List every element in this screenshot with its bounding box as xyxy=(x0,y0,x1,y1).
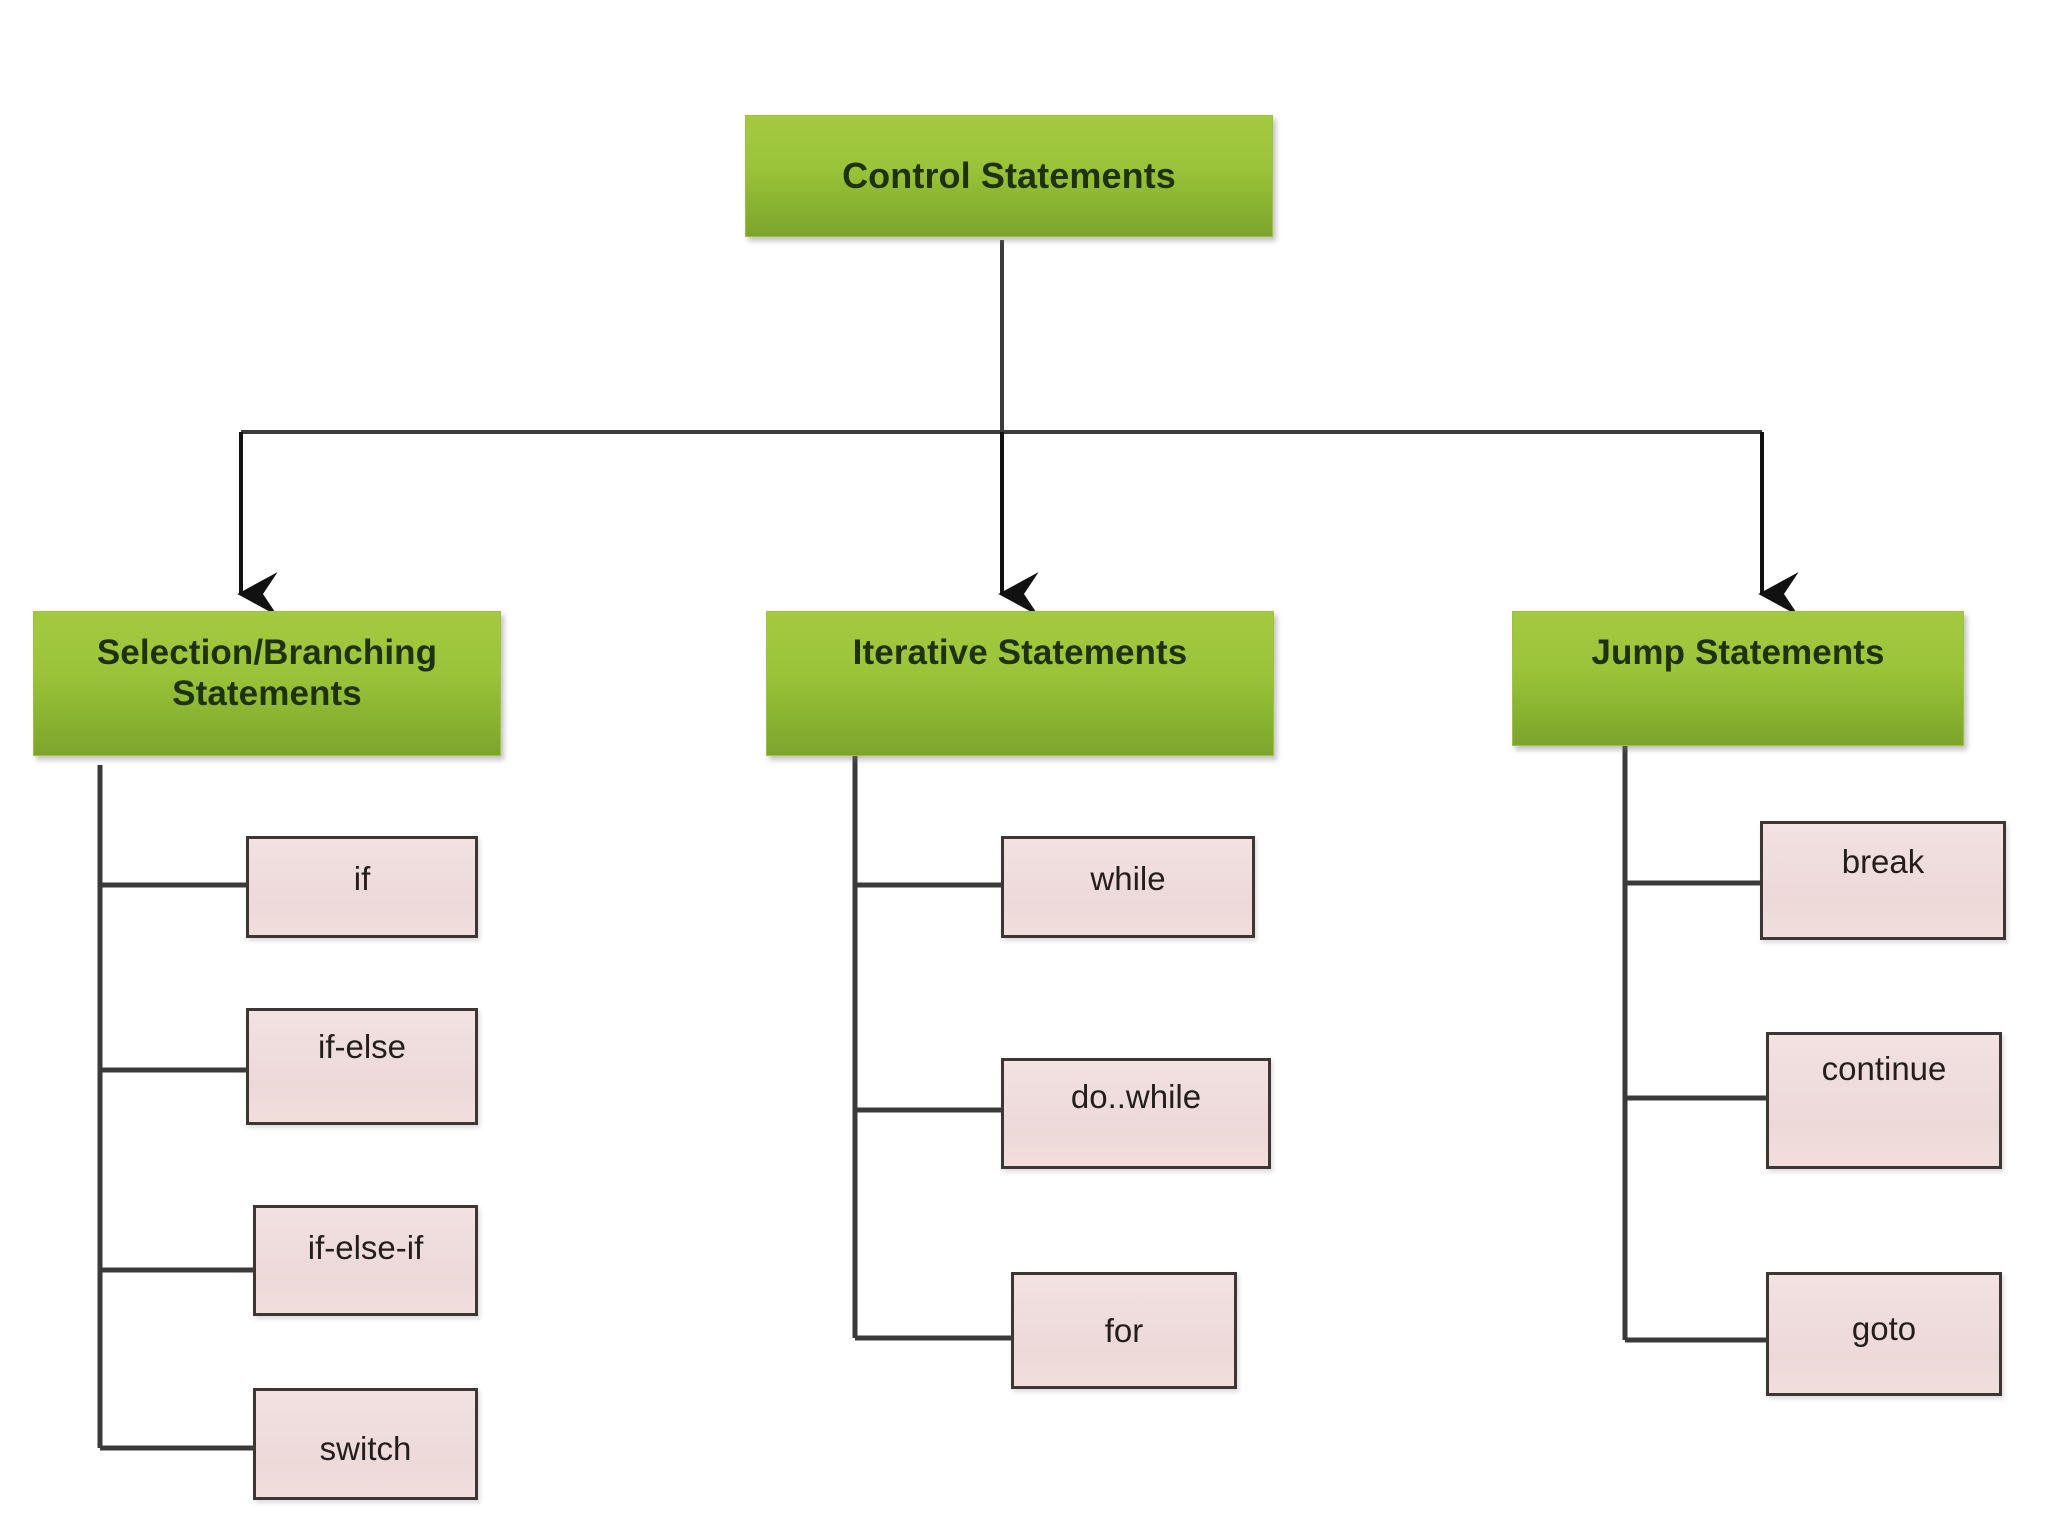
node-if-else[interactable]: if-else xyxy=(246,1008,478,1125)
node-for-label: for xyxy=(1104,1312,1144,1349)
node-if-else-if-label: if-else-if xyxy=(307,1229,424,1266)
node-iterative-statements[interactable]: Iterative Statements xyxy=(766,611,1274,756)
node-goto-label: goto xyxy=(1851,1310,1917,1347)
node-while[interactable]: while xyxy=(1001,836,1255,938)
node-control-statements[interactable]: Control Statements xyxy=(745,115,1273,237)
node-do-while-label: do..while xyxy=(1070,1078,1202,1115)
node-selection-label-line1: Selection/Branching xyxy=(96,633,438,672)
node-for[interactable]: for xyxy=(1011,1272,1237,1389)
node-continue-label: continue xyxy=(1821,1050,1947,1087)
node-if-label: if xyxy=(353,860,371,897)
node-if-else-label: if-else xyxy=(317,1028,407,1065)
node-do-while[interactable]: do..while xyxy=(1001,1058,1271,1169)
node-iterative-statements-label: Iterative Statements xyxy=(852,633,1188,672)
node-switch[interactable]: switch xyxy=(253,1388,478,1500)
node-jump-statements[interactable]: Jump Statements xyxy=(1512,611,1964,746)
node-if-else-if[interactable]: if-else-if xyxy=(253,1205,478,1316)
node-if[interactable]: if xyxy=(246,836,478,938)
node-switch-label: switch xyxy=(319,1430,412,1467)
node-break-label: break xyxy=(1841,843,1925,880)
node-while-label: while xyxy=(1090,860,1166,897)
node-jump-statements-label: Jump Statements xyxy=(1591,633,1885,672)
node-break[interactable]: break xyxy=(1760,821,2006,940)
node-control-statements-label: Control Statements xyxy=(842,154,1176,196)
node-goto[interactable]: goto xyxy=(1766,1272,2002,1396)
node-continue[interactable]: continue xyxy=(1766,1032,2002,1169)
node-selection-label-line2: Statements xyxy=(172,674,362,714)
